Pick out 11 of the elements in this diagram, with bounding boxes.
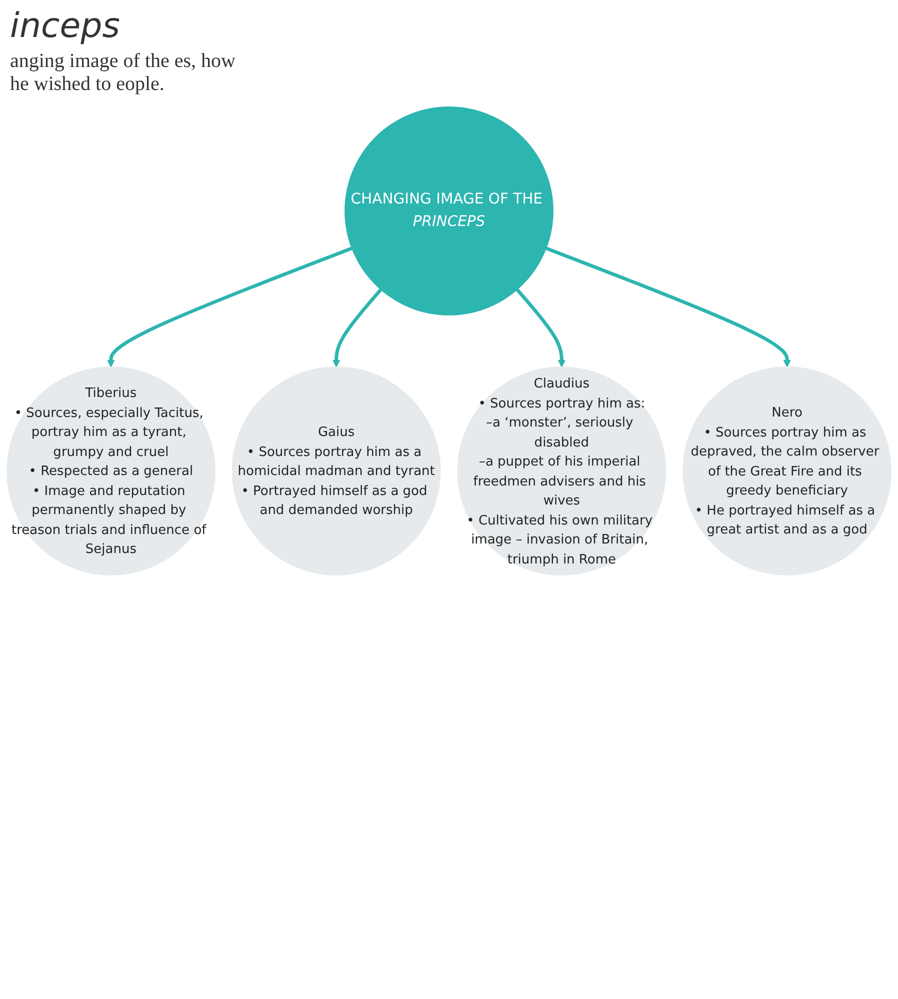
arrow	[332, 288, 382, 368]
intro-text: anging image of the es, how he wished to eople.	[10, 50, 236, 96]
arrow	[516, 288, 566, 368]
node-circle: Claudius • Sources portray him as: –a ‘monster’, seriously disabled –a puppet of his imperial freedmen advisers and his wives • Cultivated his own military image – invasion of Britain, triumph in Rome	[457, 366, 666, 576]
title: inceps	[10, 6, 120, 46]
arrow	[545, 246, 791, 368]
node-circle: Nero • Sources portray him as depraved, the calm observer of the Great Fire and its greedy beneficiary • He portrayed himself as a great artist and as a god	[682, 366, 892, 576]
arrow	[107, 246, 353, 368]
node-circle: Tiberius • Sources, especially Tacitus, portray him as a tyrant, grumpy and cruel • Respected as a general • Image and reputation permanently shaped by treason trials and influence of Sejanus	[6, 366, 216, 576]
node-circle: CHANGING IMAGE OF THE PRINCEPS	[344, 106, 554, 316]
node-circle: Gaius • Sources portray him as a homicidal madman and tyrant • Portrayed himself as a god and demanded worship	[232, 366, 441, 576]
